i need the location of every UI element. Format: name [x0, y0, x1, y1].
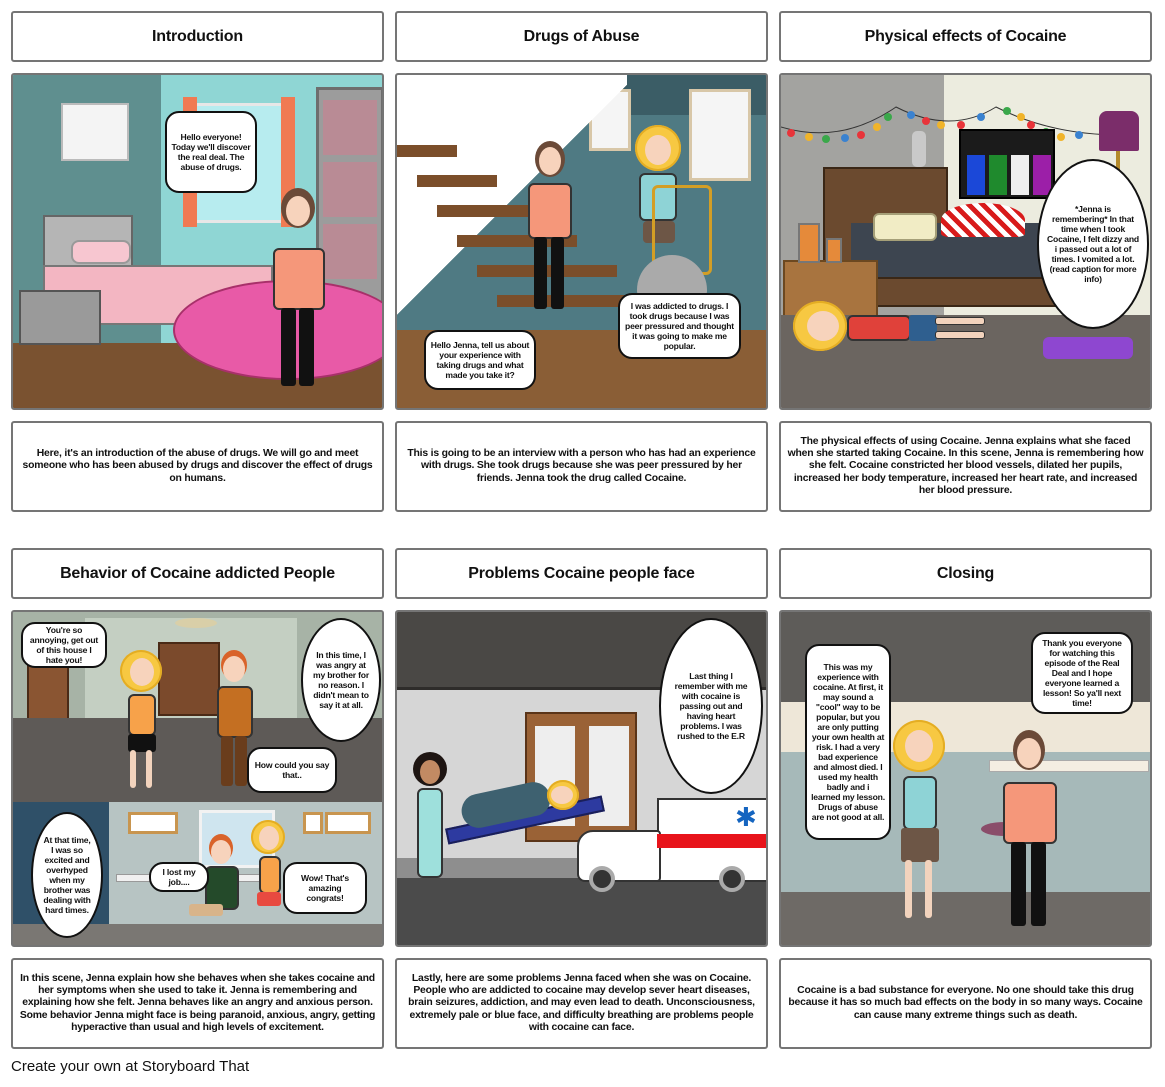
character-jenna [629, 125, 699, 285]
pillow [71, 240, 131, 264]
speech-bubble-interviewer: Thank you everyone for watching this epi… [1031, 632, 1133, 714]
scene-messy-bedroom: *Jenna is remembering* In that time when… [779, 73, 1152, 410]
character-brother [213, 650, 257, 792]
character-jenna [889, 720, 949, 930]
speech-bubble-brother: How could you say that.. [247, 747, 337, 793]
character-interviewer [995, 730, 1065, 936]
speech-bubble-brother-job: I lost my job.... [149, 862, 209, 892]
picture-frame [689, 89, 751, 181]
stair-wall [397, 75, 627, 325]
panel-title: Problems Cocaine people face [395, 548, 768, 599]
nightstand [19, 290, 101, 345]
panel-caption: Cocaine is a bad substance for everyone.… [779, 958, 1152, 1049]
speech-bubble-jenna-angry: You're so annoying, get out of this hous… [21, 622, 107, 668]
string-lights [781, 105, 1150, 143]
lamp-shade [1099, 111, 1139, 151]
speech-bubble: Hello everyone! Today we'll discover the… [165, 111, 257, 193]
panel-caption: This is going to be an interview with a … [395, 421, 768, 512]
band-poster [959, 129, 1055, 199]
pill-pile [941, 203, 1025, 237]
panel-title: Drugs of Abuse [395, 11, 768, 62]
scene-hospital-entrance: ✱ Last thing I remember with me with coc… [395, 610, 768, 947]
character-nurse [411, 752, 451, 878]
thought-bubble-jenna: In this time, I was angry at my brother … [301, 618, 381, 742]
character-interviewer [525, 141, 575, 321]
character-jenna-excited [251, 820, 287, 940]
panel-caption: Lastly, here are some problems Jenna fac… [395, 958, 768, 1049]
speech-bubble-jenna-congrats: Wow! That's amazing congrats! [283, 862, 367, 914]
character-jenna [267, 188, 337, 398]
speech-bubble: Last thing I remember with me with cocai… [659, 618, 763, 794]
ceiling-light [175, 618, 217, 628]
character-jenna-unconscious [793, 301, 993, 357]
character-jenna-on-stretcher [547, 780, 579, 810]
speech-bubble: *Jenna is remembering* In that time when… [1037, 159, 1149, 329]
panel-caption: The physical effects of using Cocaine. J… [779, 421, 1152, 512]
whiteboard [61, 103, 129, 161]
character-jenna [118, 650, 166, 792]
panel-caption: In this scene, Jenna explain how she beh… [11, 958, 384, 1049]
pill-bottle [798, 223, 820, 263]
lava-lamp [912, 131, 926, 167]
speech-bubble-jenna: I was addicted to drugs. I took drugs be… [618, 293, 741, 359]
character-brother-seated [189, 834, 243, 940]
floor [781, 892, 1150, 945]
panel-title: Behavior of Cocaine addicted People [11, 548, 384, 599]
scene-bedroom: Hello everyone! Today we'll discover the… [11, 73, 384, 410]
panel-title: Introduction [11, 11, 384, 62]
panel-caption: Here, it's an introduction of the abuse … [11, 421, 384, 512]
ambulance: ✱ [577, 796, 766, 892]
pillow [873, 213, 937, 241]
scene-split-hallway-office: You're so annoying, get out of this hous… [11, 610, 384, 947]
clothes-pile [1043, 337, 1133, 359]
door-back [158, 642, 220, 716]
speech-bubble-jenna: This was my experience with cocaine. At … [805, 644, 891, 840]
thought-bubble-jenna-excited: At that time, I was so excited and overh… [31, 812, 103, 938]
scene-staircase: Hello Jenna, tell us about your experien… [395, 73, 768, 410]
speech-bubble-interviewer: Hello Jenna, tell us about your experien… [424, 330, 536, 390]
panel-title: Closing [779, 548, 1152, 599]
star-of-life-icon: ✱ [735, 802, 757, 832]
pill-bottle [826, 238, 842, 263]
road [397, 878, 766, 945]
scene-living-room: This was my experience with cocaine. At … [779, 610, 1152, 947]
storyboard-that-credit-link[interactable]: Create your own at Storyboard That [11, 1058, 250, 1075]
panel-title: Physical effects of Cocaine [779, 11, 1152, 62]
